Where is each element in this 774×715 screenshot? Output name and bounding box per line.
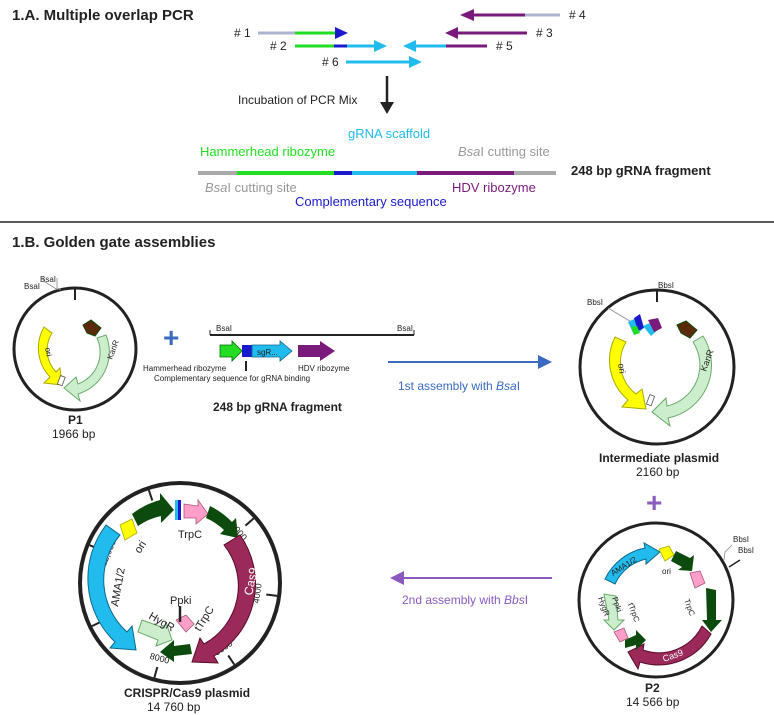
fragment-size-label: 248 bp gRNA fragment [571,163,711,178]
primer-4-label: # 4 [569,8,586,22]
hammerhead-label: Hammerhead ribozyme [200,144,335,159]
primer-1-label: # 1 [234,26,251,40]
p1-site-2: BsaI [24,282,40,291]
hdv-label: HDV ribozyme [452,180,536,195]
crispr-tick-mark [227,654,236,666]
fragment-hdv-arrow [298,341,335,361]
crispr-size: 14 760 bp [147,700,201,714]
assembly-2-label: 2nd assembly with BbsI [402,593,528,607]
assembly-1: 1st assembly with BsaI [388,355,552,393]
fragment-complementary-box [242,345,252,357]
p1-plasmid: BsaI BsaI KanR ori P1 1966 bp [12,275,138,441]
primer-5-label: # 5 [496,39,513,53]
bsai-bottom-label: BsaI cutting site [205,180,297,195]
crispr-cas9-label: Cas9 [241,566,261,597]
p2-site-2: BbsI [738,546,754,555]
gRNA-fragment-bar [198,171,556,175]
complementary-label: Complementary sequence [295,194,447,209]
section-a-title: 1.A. Multiple overlap PCR [12,7,194,24]
primer-2: # 2 [270,39,387,53]
primer-1: # 1 [234,26,348,40]
primer-2-label: # 2 [270,39,287,53]
crispr-ppki-label: Ppki [170,595,191,607]
p2-name: P2 [645,681,660,695]
crispr-tick-mark [147,489,154,501]
intermediate-name: Intermediate plasmid [599,451,719,465]
fragment-name: 248 bp gRNA fragment [213,400,342,414]
fragment-site-left: BsaI [216,324,232,333]
gRNA-scaffold-label: gRNA scaffold [348,126,430,141]
fragment-diagram: BsaI BsaI sgR... Hammerhead ribozyme HDV… [143,324,415,414]
crispr-tick-mark [266,593,278,597]
primer-3-label: # 3 [536,26,553,40]
fragment-sgr-arrow [251,340,293,362]
primer-3: # 3 [445,26,553,40]
intermediate-site-2: BbsI [587,298,603,307]
primer-5: # 5 [403,39,513,53]
intermediate-site-1: BbsI [658,281,674,290]
p1-size: 1966 bp [52,427,96,441]
fragment-site-right: BsaI [397,324,413,333]
p2-ori-label: ori [662,567,671,576]
assembly-1-label: 1st assembly with BsaI [398,379,520,393]
bsai-top-label: BsaI cutting site [458,144,550,159]
crispr-tick-mark [153,666,159,678]
p2-plasmid: BbsI BbsI AMA1/2 ori TrpC Cas9 [577,521,754,709]
p2-size: 14 566 bp [626,695,680,709]
fragment-complementary-label: Complementary sequence for gRNA binding [154,374,310,383]
p2-site-1: BbsI [733,535,749,544]
assembly-2: 2nd assembly with BbsI [390,571,552,607]
intermediate-plasmid: BbsI BbsI KanR ori Intermediate plasmid … [578,281,736,479]
intermediate-ori-label: ori [616,363,628,375]
primer-6-label: # 6 [322,55,339,69]
intermediate-size: 2160 bp [636,465,680,479]
incubation-label: Incubation of PCR Mix [238,93,357,107]
crispr-plasmid: 200040006000800010,00012,00014,000 AMA1/… [78,481,282,714]
fragment-hdv-label: HDV ribozyme [298,364,350,373]
plus-2: + [646,487,662,518]
section-b: 1.B. Golden gate assemblies BsaI BsaI Ka… [12,234,754,714]
crispr-name: CRISPR/Cas9 plasmid [124,686,250,700]
p1-name: P1 [68,413,83,427]
primer-4: # 4 [460,8,586,22]
p1-ori-label: ori [43,347,53,358]
crispr-tick-mark [244,517,255,527]
fragment-hammerhead-arrow [219,340,243,362]
section-b-title: 1.B. Golden gate assemblies [12,234,215,251]
plus-1: + [163,322,179,353]
fragment-sgr-label: sgR... [257,348,278,357]
crispr-ori-label: ori [132,539,149,556]
section-a: 1.A. Multiple overlap PCR # 1 # 2 # 4 [12,7,711,209]
p1-site-1: BsaI [40,275,56,284]
crispr-trpc-label: TrpC [178,529,202,541]
primer-6: # 6 [322,55,422,69]
fragment-hammerhead-label: Hammerhead ribozyme [143,364,227,373]
